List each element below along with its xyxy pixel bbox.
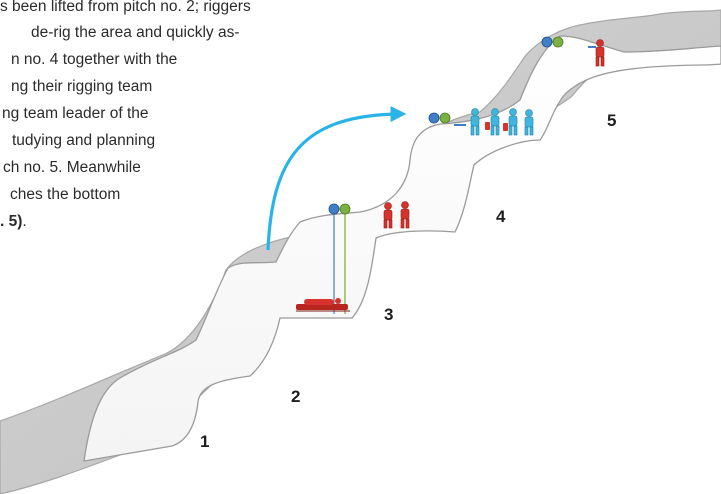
curved-arrow-icon [266, 106, 407, 251]
rope-anchor-icon [328, 203, 351, 314]
rope-anchor-icon [541, 36, 596, 48]
text-line-8: ches the bottom [10, 186, 121, 203]
rope-anchor-icon [428, 112, 466, 126]
rescuer-figure-icon [470, 108, 534, 136]
text-line-7: ch no. 5. Meanwhile [3, 159, 141, 176]
gear-bag-icon [503, 123, 508, 131]
text-line-3: n no. 4 together with the [11, 51, 178, 68]
text-line-1: s been lifted from pitch no. 2; riggers [0, 0, 251, 15]
pitch-label-1: 1 [200, 432, 209, 451]
gear-bag-icon [485, 122, 490, 130]
stretcher-icon [296, 298, 350, 312]
text-line-9-tail: . [22, 213, 27, 230]
pitch-label-3: 3 [384, 305, 393, 324]
text-line-5: ng team leader of the [2, 105, 149, 122]
pitch-label-2: 2 [291, 387, 300, 406]
cave-passage [83, 35, 721, 462]
pitch-label-4: 4 [496, 207, 506, 226]
pitch-label-5: 5 [607, 111, 616, 130]
text-line-2: de-rig the area and quickly as- [31, 24, 240, 41]
text-line-4: ng their rigging team [11, 78, 153, 95]
rescuer-figure-icon [595, 39, 605, 67]
rescuer-figure-icon [383, 201, 410, 229]
text-line-6: tudying and planning [12, 132, 156, 149]
text-line-9: . 5). [0, 213, 27, 231]
text-line-9-bold: . 5) [0, 213, 23, 230]
